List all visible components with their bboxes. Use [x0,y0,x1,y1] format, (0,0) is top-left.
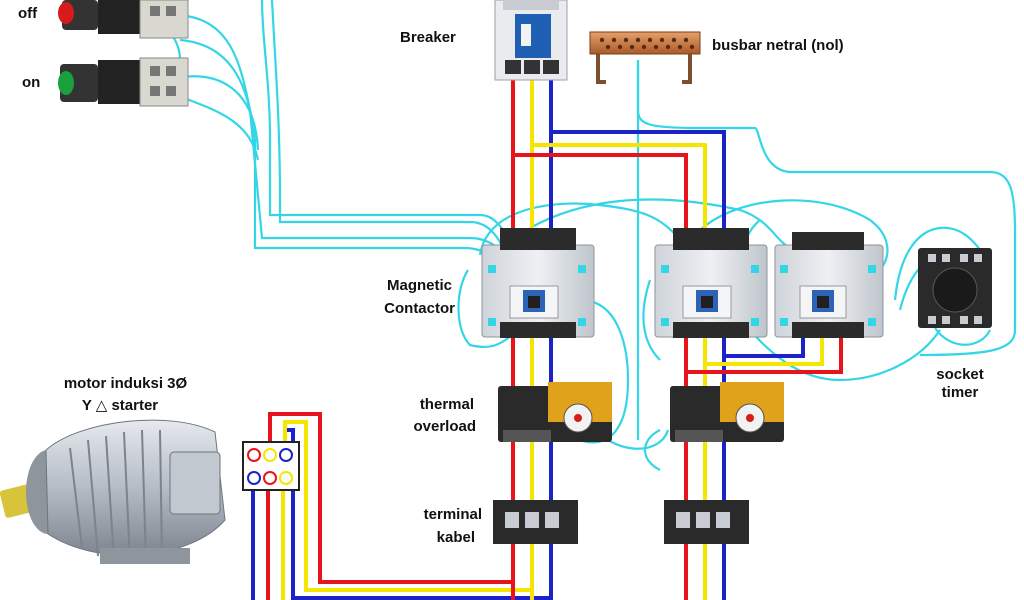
induction-motor [0,419,226,564]
on-label: on [22,74,41,91]
terminal-label-line1: terminal [423,506,482,523]
magnetic-contactor-1 [481,228,595,338]
thermal-label-line1: thermal [419,396,474,413]
motor-label-line1: motor induksi 3Ø [63,375,188,392]
terminal-label-line2: kabel [436,529,475,546]
on-push-button [58,57,189,107]
breaker-device [494,0,568,81]
breaker-label: Breaker [400,29,456,46]
neutral-busbar [589,31,701,84]
busbar-label: busbar netral (nol) [712,37,844,54]
off-label: off [18,5,38,22]
magnetic-contactor-3 [774,232,884,338]
thermal-overload-2 [670,382,784,442]
thermal-label-line2: overload [413,418,476,435]
contactor-label-line2: Contactor [384,300,455,317]
motor-terminal-box [242,441,300,491]
terminal-block-1 [493,500,578,544]
magnetic-contactor-2 [654,228,768,338]
socket-label-line2: timer [941,384,979,401]
contactor-label-line1: Magnetic [386,277,452,294]
socket-label-line1: socket [936,366,984,383]
motor-label-line2: Y △ starter [81,397,159,414]
thermal-overload-1 [498,382,612,442]
timer-socket [918,248,992,328]
terminal-block-2 [664,500,749,544]
off-push-button [58,0,189,39]
